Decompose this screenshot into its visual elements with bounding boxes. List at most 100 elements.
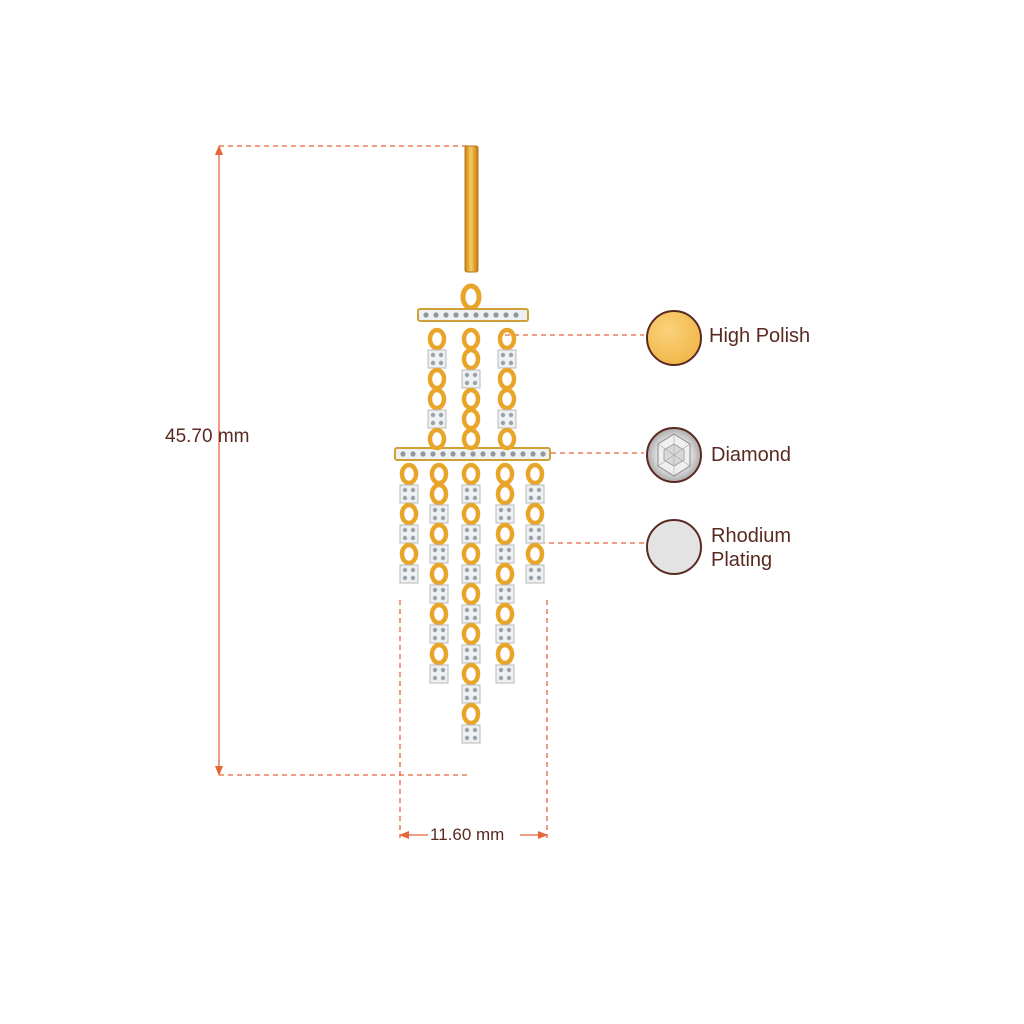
chain-link — [429, 482, 449, 506]
chain-link — [495, 642, 515, 666]
bar-diamond — [490, 451, 496, 457]
chain-link — [525, 462, 545, 486]
diamond-setting — [461, 524, 481, 544]
chain-link — [427, 367, 447, 391]
diamond-setting — [461, 724, 481, 744]
diamond-setting — [497, 409, 517, 429]
chain-strand — [429, 462, 449, 684]
diamond-setting — [429, 624, 449, 644]
chain-link — [525, 542, 545, 566]
chain-link — [461, 347, 481, 371]
diamond-setting — [525, 564, 545, 584]
diamond-setting — [497, 349, 517, 369]
chain-link — [495, 462, 515, 486]
chain-link — [461, 662, 481, 686]
diamond-setting — [429, 664, 449, 684]
legend-swatches — [646, 310, 702, 575]
earring-illustration — [394, 145, 551, 744]
bar-diamond — [473, 312, 479, 318]
chain-link — [427, 427, 447, 451]
bar-diamonds — [400, 312, 546, 457]
chain-link — [461, 427, 481, 451]
chain-link — [429, 642, 449, 666]
chain-link — [429, 462, 449, 486]
diamond-setting — [429, 504, 449, 524]
bar-diamond — [503, 312, 509, 318]
diamond-setting — [429, 544, 449, 564]
diamond-setting — [461, 484, 481, 504]
bar-diamond — [430, 451, 436, 457]
diamond-setting — [399, 564, 419, 584]
bar-diamond — [453, 312, 459, 318]
bar-diamond — [440, 451, 446, 457]
chain-link — [497, 387, 517, 411]
chain-link — [399, 462, 419, 486]
diamond-setting — [495, 584, 515, 604]
chain-link — [429, 602, 449, 626]
diamond-swatch-icon — [646, 427, 702, 483]
chain-strand — [399, 462, 419, 584]
width-dimension — [399, 600, 548, 839]
chain-strands — [399, 327, 545, 744]
bar-diamond — [420, 451, 426, 457]
gold-swatch-icon — [646, 310, 702, 366]
chain-link — [495, 562, 515, 586]
legend-label-rhodium-plating: Rhodium Plating — [711, 525, 792, 571]
chain-link — [399, 502, 419, 526]
chain-link — [497, 427, 517, 451]
chain-link — [461, 327, 481, 351]
chain-strand — [461, 327, 481, 451]
diamond-setting — [525, 484, 545, 504]
chain-link — [525, 502, 545, 526]
chain-link — [399, 542, 419, 566]
height-dimension-label: 45.70 mm — [165, 426, 250, 447]
chain-strand — [427, 327, 447, 451]
bar-diamond — [540, 451, 546, 457]
chain-link — [429, 522, 449, 546]
bar-diamond — [463, 312, 469, 318]
bar-diamond — [470, 451, 476, 457]
chain-link — [461, 387, 481, 411]
chain-strand — [497, 327, 517, 451]
stem-loop — [460, 283, 482, 311]
bar-diamond — [480, 451, 486, 457]
chain-link — [461, 582, 481, 606]
rhodium-swatch-icon — [646, 519, 702, 575]
legend-label-diamond: Diamond — [711, 444, 792, 466]
diamond-setting — [427, 409, 447, 429]
bar-diamond — [400, 451, 406, 457]
bar-diamond — [483, 312, 489, 318]
bar-diamond — [513, 312, 519, 318]
diamond-setting — [495, 664, 515, 684]
bar-diamond — [410, 451, 416, 457]
bar-diamond — [493, 312, 499, 318]
earring-stem — [464, 145, 479, 273]
chain-link — [461, 542, 481, 566]
diamond-setting — [461, 684, 481, 704]
chain-strand — [495, 462, 515, 684]
chain-link — [461, 462, 481, 486]
diamond-setting — [399, 524, 419, 544]
chain-link — [495, 602, 515, 626]
bar-diamond — [450, 451, 456, 457]
bar-diamond — [500, 451, 506, 457]
legend-label-high-polish: High Polish — [709, 325, 811, 347]
width-dimension-label: 11.60 mm — [430, 825, 505, 844]
chain-link — [461, 407, 481, 431]
diamond-setting — [427, 349, 447, 369]
chain-link — [427, 327, 447, 351]
diamond-setting — [461, 604, 481, 624]
top-bar — [417, 308, 529, 322]
diamond-setting — [461, 369, 481, 389]
chain-link — [461, 622, 481, 646]
diamond-setting — [399, 484, 419, 504]
diamond-setting — [495, 624, 515, 644]
chain-link — [495, 482, 515, 506]
diamond-setting — [461, 564, 481, 584]
bar-diamond — [530, 451, 536, 457]
bar-diamond — [443, 312, 449, 318]
chain-link — [461, 502, 481, 526]
chain-strand — [461, 462, 481, 744]
bar-diamond — [510, 451, 516, 457]
